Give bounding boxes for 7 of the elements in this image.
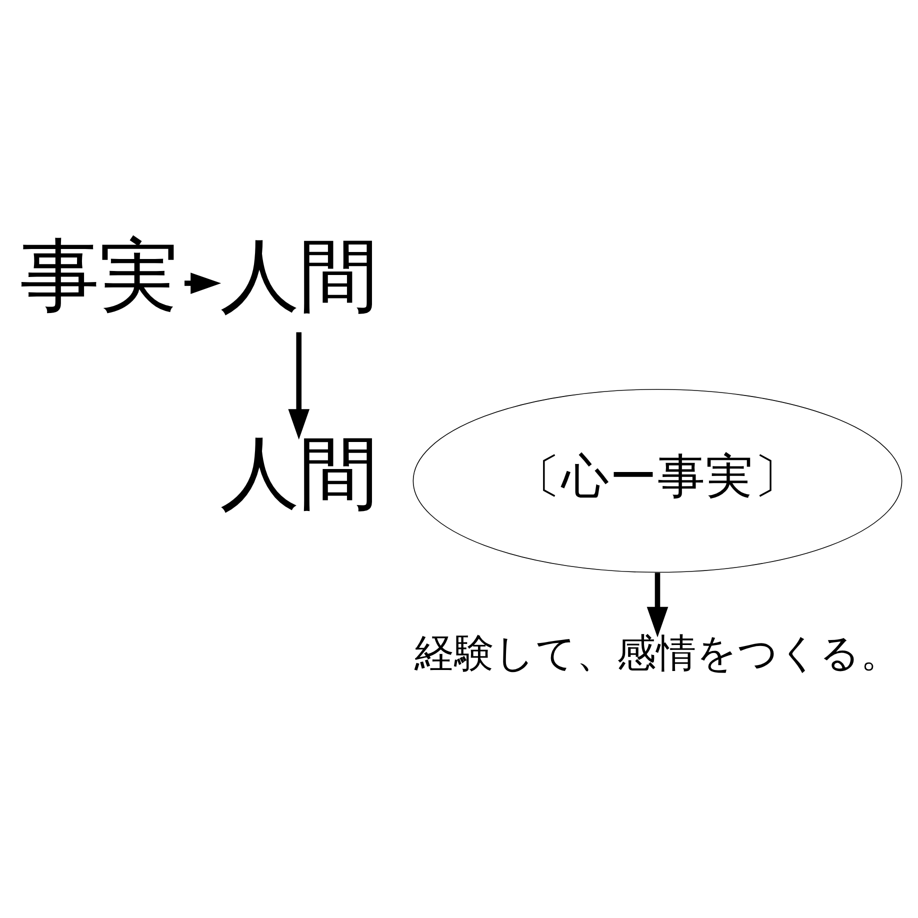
node-text: 人間 (220, 229, 378, 322)
node-ellipse: 〔心ー事実〕 (412, 389, 902, 573)
node-text: 事実 (20, 229, 178, 322)
node-text: 人間 (220, 426, 378, 520)
arrow (646, 572, 668, 638)
node-text: 経験して、感情をつくる。 (414, 630, 901, 676)
arrow (288, 332, 310, 440)
